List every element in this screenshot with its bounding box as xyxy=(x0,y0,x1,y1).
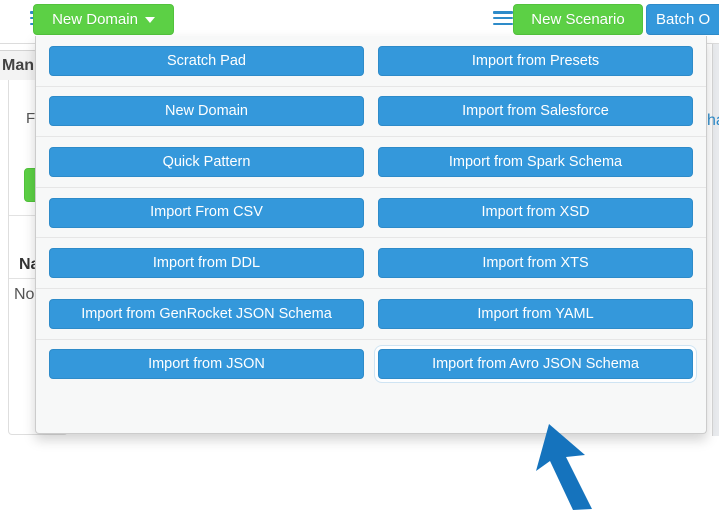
menu-item-import-from-xts[interactable]: Import from XTS xyxy=(378,248,693,279)
menu-item-quick-pattern[interactable]: Quick Pattern xyxy=(49,146,364,177)
menu-cell: Import from JSON xyxy=(36,349,371,380)
no-data-message: No xyxy=(14,286,35,303)
menu-cell: Import from DDL xyxy=(36,248,371,279)
menu-item-import-from-genrocket-json-schema[interactable]: Import from GenRocket JSON Schema xyxy=(49,298,364,329)
menu-row: Import from DDL Import from XTS xyxy=(36,238,706,289)
menu-item-import-from-csv[interactable]: Import From CSV xyxy=(49,197,364,228)
new-domain-label: New Domain xyxy=(52,11,138,28)
new-scenario-button[interactable]: New Scenario xyxy=(513,4,643,35)
menu-cell: Import from Spark Schema xyxy=(371,146,706,177)
menu-row: New Domain Import from Salesforce xyxy=(36,87,706,138)
menu-cell: Import From CSV xyxy=(36,197,371,228)
tab-manage[interactable]: Man xyxy=(0,50,38,80)
menu-item-import-from-json[interactable]: Import from JSON xyxy=(49,349,364,380)
menu-item-import-from-presets[interactable]: Import from Presets xyxy=(378,45,693,76)
menu-row: Scratch Pad Import from Presets xyxy=(36,36,706,87)
menu-cell: Quick Pattern xyxy=(36,146,371,177)
menu-cell: Scratch Pad xyxy=(36,45,371,76)
new-domain-dropdown-button[interactable]: New Domain xyxy=(33,4,174,35)
menu-row: Import From CSV Import from XSD xyxy=(36,188,706,239)
menu-cell: Import from YAML xyxy=(371,298,706,329)
right-side-link[interactable]: ha xyxy=(707,112,719,129)
menu-cell: Import from XTS xyxy=(371,248,706,279)
menu-item-new-domain[interactable]: New Domain xyxy=(49,96,364,127)
menu-item-scratch-pad[interactable]: Scratch Pad xyxy=(49,45,364,76)
menu-row: Import from GenRocket JSON Schema Import… xyxy=(36,289,706,340)
menu-cell: Import from XSD xyxy=(371,197,706,228)
menu-item-import-from-salesforce[interactable]: Import from Salesforce xyxy=(378,96,693,127)
menu-cell: Import from Avro JSON Schema xyxy=(371,349,706,380)
right-side-panel xyxy=(712,36,719,436)
menu-cell: Import from Presets xyxy=(371,45,706,76)
column-header-name: Na xyxy=(19,256,40,273)
menu-cell: New Domain xyxy=(36,96,371,127)
chevron-down-icon xyxy=(144,16,155,23)
hamburger-icon-right[interactable] xyxy=(493,11,513,26)
menu-row: Quick Pattern Import from Spark Schema xyxy=(36,137,706,188)
new-domain-dropdown-panel: Scratch Pad Import from Presets New Doma… xyxy=(35,36,707,434)
menu-item-import-from-avro-json-schema[interactable]: Import from Avro JSON Schema xyxy=(378,349,693,380)
new-scenario-label: New Scenario xyxy=(531,11,625,28)
filter-label: F xyxy=(26,110,36,127)
menu-item-import-from-yaml[interactable]: Import from YAML xyxy=(378,298,693,329)
menu-item-import-from-ddl[interactable]: Import from DDL xyxy=(49,248,364,279)
batch-output-label: Batch O xyxy=(656,11,711,28)
menu-item-import-from-xsd[interactable]: Import from XSD xyxy=(378,197,693,228)
menu-row: Import from JSON Import from Avro JSON S… xyxy=(36,340,706,390)
menu-item-import-from-spark-schema[interactable]: Import from Spark Schema xyxy=(378,146,693,177)
menu-cell: Import from GenRocket JSON Schema xyxy=(36,298,371,329)
menu-cell: Import from Salesforce xyxy=(371,96,706,127)
batch-output-button[interactable]: Batch O xyxy=(646,4,719,35)
